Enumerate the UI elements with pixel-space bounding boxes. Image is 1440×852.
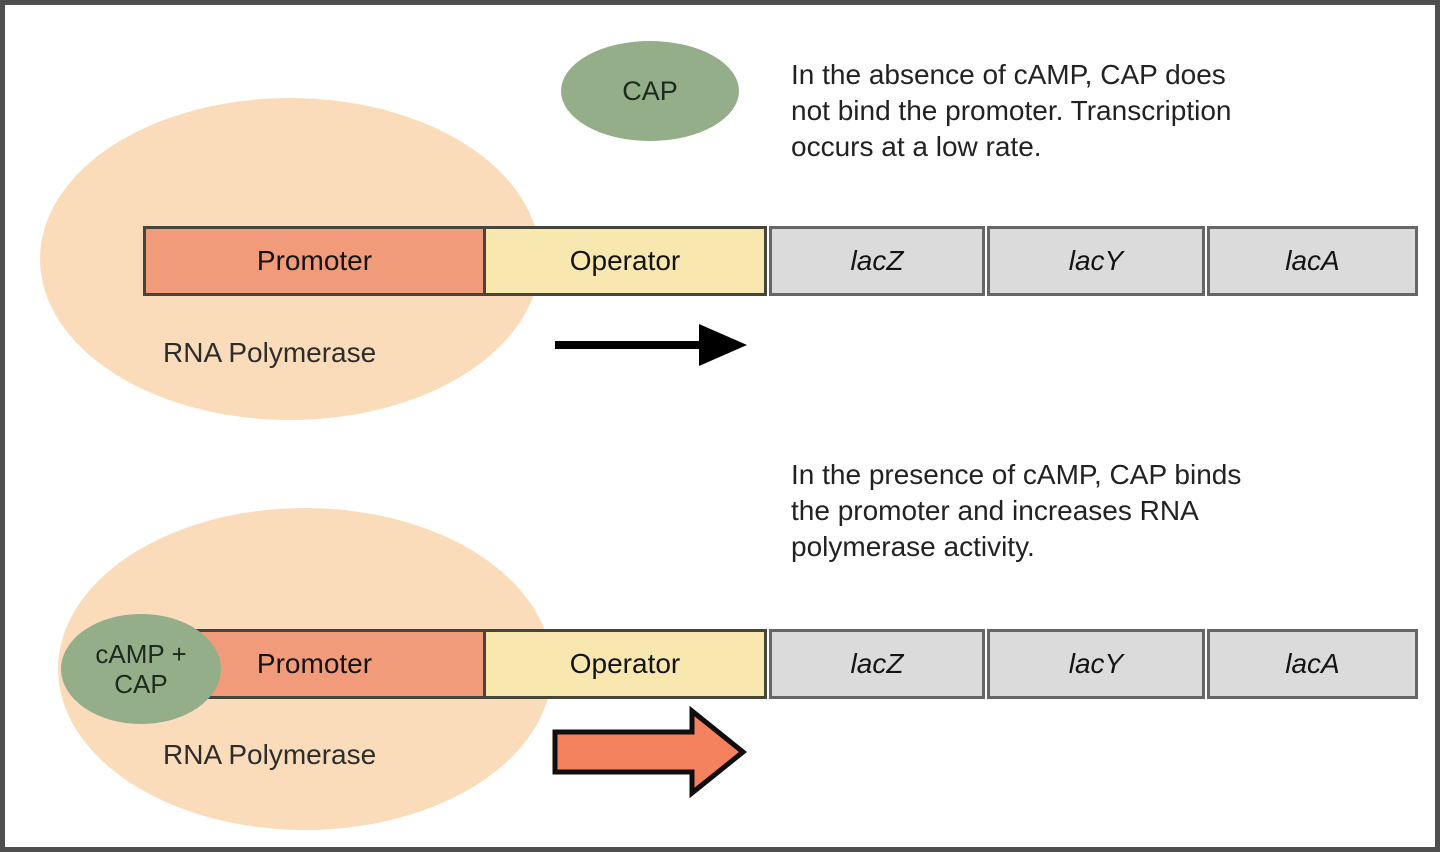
caption-presence-of-camp: In the presence of cAMP, CAP binds the p… (791, 457, 1391, 565)
segment-operator: Operator (486, 629, 767, 699)
caption-line: not bind the promoter. Transcription (791, 95, 1232, 126)
caption-line: polymerase activity. (791, 531, 1035, 562)
camp-cap-label-line: CAP (114, 669, 168, 699)
segment-promoter: Promoter (143, 226, 486, 296)
cap-protein-unbound: CAP (561, 41, 739, 141)
segment-label: Promoter (256, 648, 373, 679)
segment-label: lacY (1068, 648, 1124, 679)
cap-protein-label: CAP (622, 75, 678, 106)
segment-lacY: lacY (987, 629, 1205, 699)
caption-line: the promoter and increases RNA (791, 495, 1199, 526)
segment-label: Operator (569, 648, 681, 679)
segment-label: lacA (1285, 245, 1340, 276)
high-transcription-arrow-icon (552, 705, 747, 799)
segment-lacY: lacY (987, 226, 1205, 296)
segment-lacA: lacA (1207, 629, 1418, 699)
caption-line: In the absence of cAMP, CAP does (791, 59, 1226, 90)
caption-line: occurs at a low rate. (791, 131, 1042, 162)
segment-lacZ: lacZ (769, 226, 985, 296)
segment-lacZ: lacZ (769, 629, 985, 699)
segment-label: Promoter (256, 245, 373, 276)
segment-label: lacZ (850, 245, 904, 276)
segment-label: lacA (1285, 648, 1340, 679)
rna-polymerase-label-bottom: RNA Polymerase (163, 739, 377, 770)
camp-cap-complex-bound: cAMP + CAP (61, 614, 221, 724)
rna-polymerase-label-top: RNA Polymerase (163, 337, 377, 368)
segment-label: lacY (1068, 245, 1124, 276)
low-transcription-arrow-icon (555, 324, 747, 366)
segment-label: Operator (569, 245, 681, 276)
segment-label: lacZ (850, 648, 904, 679)
camp-cap-label-line: cAMP + (95, 639, 187, 669)
caption-absence-of-camp: In the absence of cAMP, CAP does not bin… (791, 57, 1391, 165)
caption-line: In the presence of cAMP, CAP binds (791, 459, 1242, 490)
operon-bar-top: Promoter Operator lacZ lacY lacA (143, 226, 1418, 296)
segment-operator: Operator (486, 226, 767, 296)
operon-bar-bottom: Promoter Operator lacZ lacY lacA (143, 629, 1418, 699)
segment-lacA: lacA (1207, 226, 1418, 296)
